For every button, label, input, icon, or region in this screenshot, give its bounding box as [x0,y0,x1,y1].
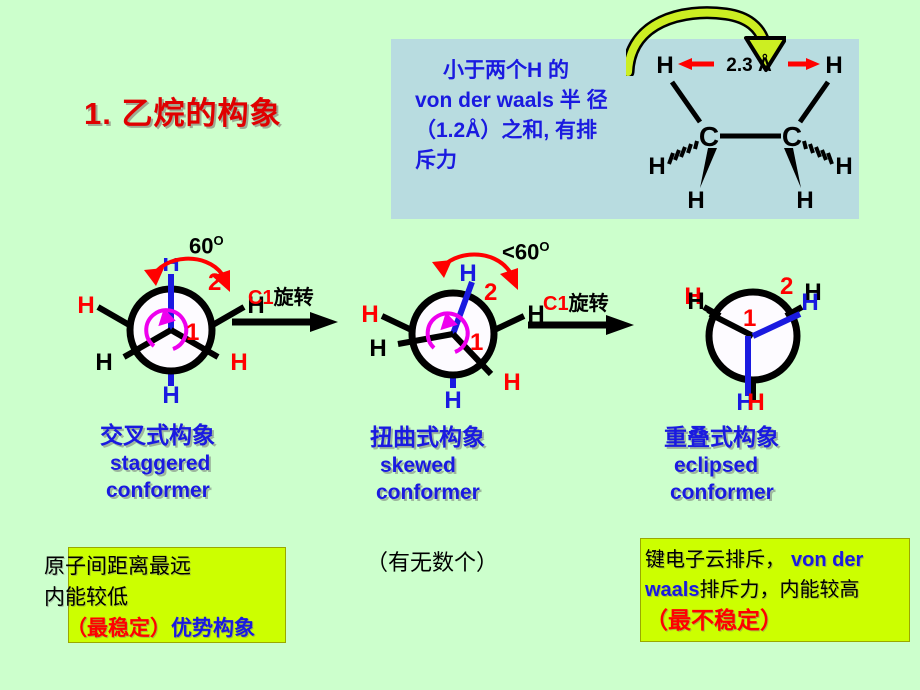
distance-arrow-icon [678,58,820,70]
svg-text:H: H [687,187,704,208]
svg-text:2: 2 [484,279,497,306]
svg-text:H: H [230,349,247,376]
svg-text:H: H [804,279,821,306]
distance-label: 2.3 Å [726,55,772,76]
svg-text:H: H [459,264,476,287]
note-left-line-2: 内能较低 [44,586,128,609]
note-box-right [640,538,910,642]
angle-label-staggered: 60O [189,233,224,259]
svg-text:H: H [835,153,852,180]
caption-eclipsed: 重叠式构象 eclipsed conformer [664,424,779,504]
newman-projection-eclipsed: 1 2 H H H H H H [660,262,845,416]
info-box [391,39,859,219]
newman-projection-staggered: 1 2 H H H H H H [76,250,266,409]
caption-staggered: 交叉式构象 staggered conformer [100,422,215,502]
svg-text:H: H [747,389,764,410]
svg-text:H: H [825,52,842,79]
svg-text:H: H [684,283,701,310]
note-box-right-text: 键电子云排斥，von der waals排斥力，内能较高 （最不稳定） [645,545,920,635]
newman-projection-skewed: 1 2 H H H H H H [360,260,545,414]
svg-text:1: 1 [470,329,483,356]
svg-text:H: H [95,349,112,376]
svg-text:H: H [162,382,179,403]
note-left-line-1: 原子间距离最远 [44,555,191,578]
svg-text:1: 1 [743,305,756,332]
svg-text:H: H [687,288,704,315]
svg-text:H: H [77,292,94,319]
rotation-label-1: C1旋转 [248,287,314,309]
info-line-3: 径（1.2Å）之和, [415,89,608,142]
rotation-arc-skewed [428,248,528,301]
info-line-1: 小于两个H 的 [443,59,569,82]
ethane-structure-diagram: 2.3 Å H H C C H H [648,48,853,214]
svg-text:H: H [369,335,386,362]
angle-label-skewed: <60O [502,239,550,265]
page-title: 1. 乙烷的构象 [84,96,282,131]
svg-text:H: H [796,187,813,208]
note-right-line-3: （最不稳定） [645,607,783,633]
svg-text:H: H [444,387,461,409]
note-box-left-text: 原子间距离最远 内能较低 （最稳定）优势构象 [44,551,306,644]
caption-skewed: 扭曲式构象 skewed conformer [370,424,485,504]
svg-text:H: H [736,389,753,410]
pointer-curved-arrow-icon [621,4,788,81]
svg-text:H: H [527,301,544,328]
svg-text:C: C [782,121,802,152]
svg-text:2: 2 [780,273,793,300]
info-line-2: von der waals 半 [415,89,581,112]
svg-text:H: H [656,52,673,79]
note-skewed-count: （有无数个） [366,550,499,575]
rotation-label-2: C1旋转 [543,293,609,315]
rotation-arrow-icon-1 [232,310,338,339]
rotation-arrow-icon-2 [528,313,634,342]
svg-text:H: H [247,292,264,319]
svg-text:C: C [699,121,719,152]
note-right-line-2: waals排斥力，内能较高 [645,579,860,601]
svg-text:H: H [503,369,520,396]
svg-text:H: H [361,301,378,328]
note-left-line-3: （最稳定）优势构象 [66,617,255,640]
svg-text:H: H [801,289,818,316]
svg-text:H: H [648,153,665,180]
note-box-left [68,547,286,643]
info-line-4: 有排斥力 [415,119,598,172]
note-right-line-1: 键电子云排斥，von der [645,549,864,571]
center-number-1: 1 [186,319,199,346]
info-box-text: 小于两个H 的 von der waals 半 径（1.2Å）之和, 有排斥力 [415,56,615,176]
rotation-arc-staggered [140,252,240,305]
